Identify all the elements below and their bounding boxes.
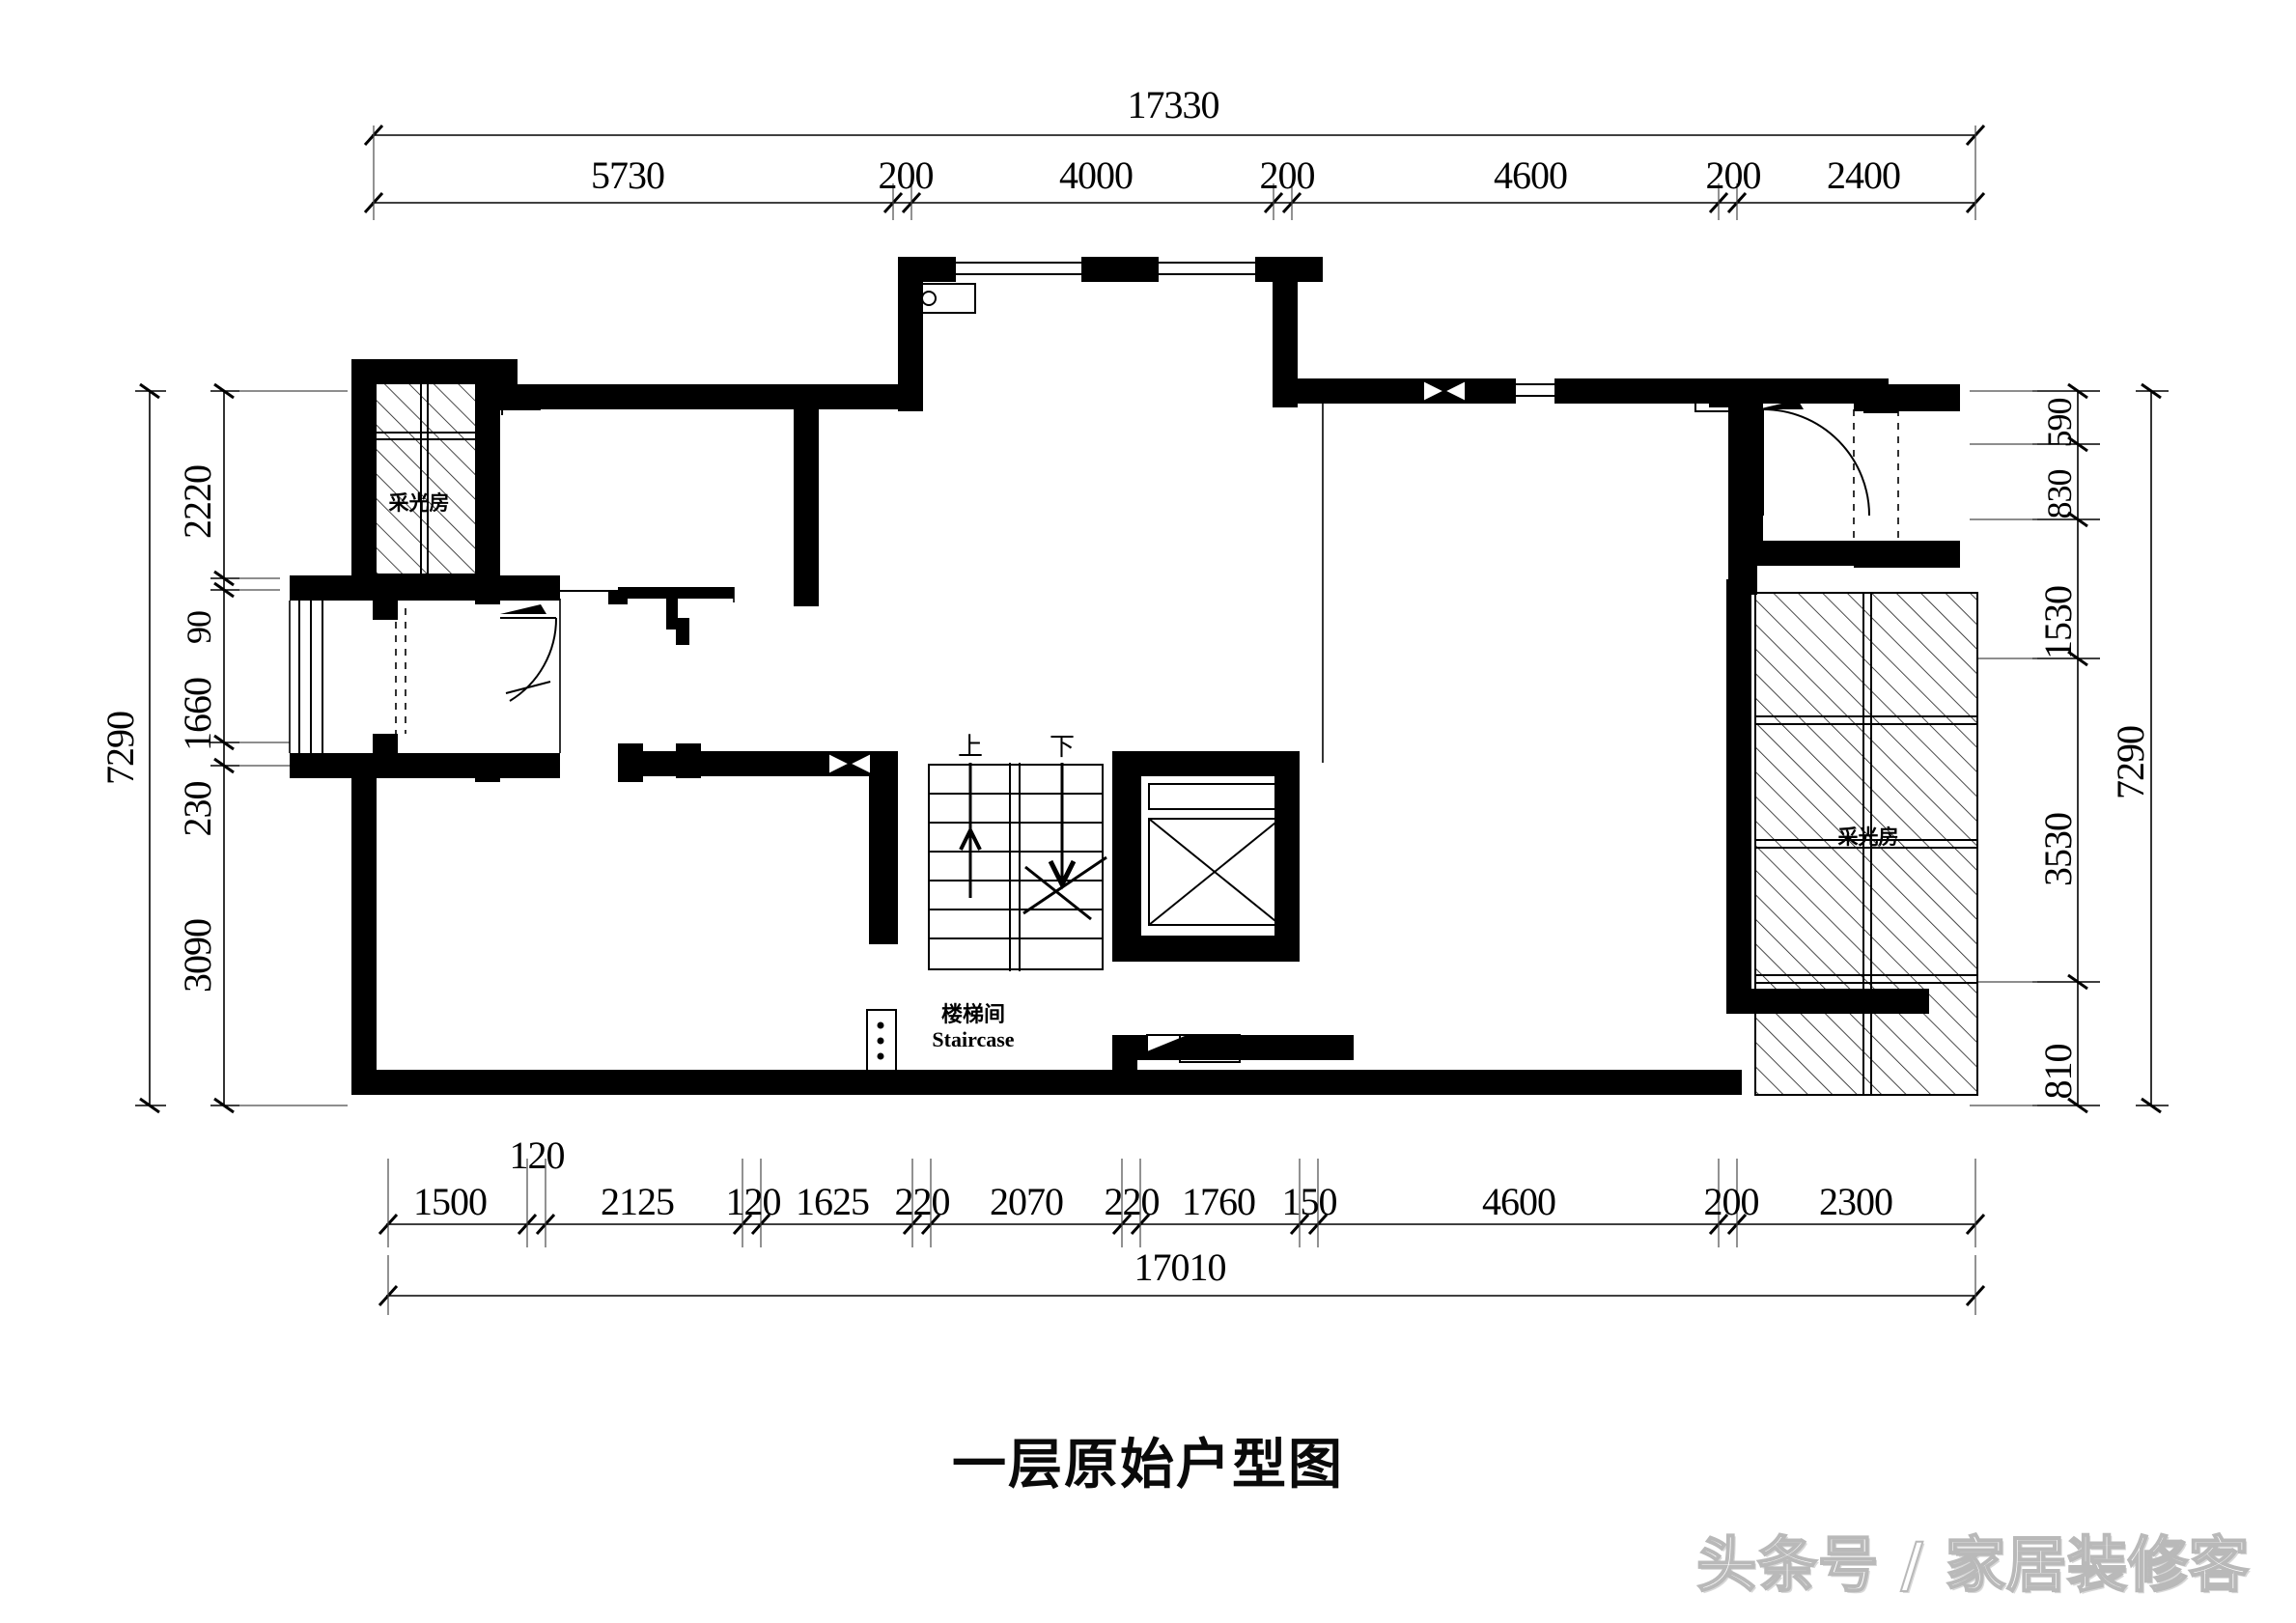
wall-seg (1726, 595, 1746, 624)
dim-top-5: 200 (1706, 154, 1761, 197)
wall-seg (351, 1070, 1742, 1095)
top-dimension-band: 17330 5730 200 4000 200 460 (363, 83, 1986, 220)
dim-bottom-5: 2070 (990, 1180, 1063, 1223)
dim-top-0: 5730 (591, 154, 664, 197)
wall-seg (1273, 257, 1298, 397)
dim-right-overall: 7290 (2109, 726, 2152, 799)
dim-right-2: 1530 (2036, 586, 2080, 659)
wall-seg (386, 753, 560, 778)
watermark: 头条号 / 家居装修客 (1695, 1528, 2250, 1601)
wall-seg (898, 257, 923, 284)
dim-top-overall: 17330 (1128, 83, 1219, 126)
dim-bottom-11: 2300 (1819, 1180, 1892, 1223)
wall-seg (1112, 937, 1300, 962)
wall-seg (676, 618, 689, 645)
dim-left-4: 3090 (176, 919, 219, 993)
wall-seg (1726, 989, 1929, 1014)
wall-seg (1863, 384, 1898, 413)
dim-top-1: 200 (879, 154, 934, 197)
wall-seg (386, 575, 560, 601)
outlet-marker-top (910, 283, 976, 314)
wall-seg (1274, 751, 1300, 962)
wall-seg (676, 743, 701, 778)
wall-seg (819, 384, 906, 409)
wall-seg (869, 751, 898, 944)
stair-up-label: 上 (958, 733, 983, 762)
wall-seg (1112, 1035, 1137, 1074)
dim-bottom-0: 1500 (413, 1180, 487, 1223)
wall-seg (290, 753, 386, 778)
dim-right-3: 3530 (2036, 813, 2080, 886)
door-swing-upper-left (483, 394, 541, 416)
wall-seg (794, 541, 807, 606)
sliding-door-symbol-upper (1422, 378, 1467, 404)
elevator-shaft (1136, 771, 1293, 937)
dim-top-4: 4600 (1494, 154, 1567, 197)
wall-seg (1273, 378, 1388, 404)
dim-bottom-8: 150 (1282, 1180, 1337, 1223)
window-left-wall (298, 601, 323, 753)
dim-bottom-9: 4600 (1482, 1180, 1555, 1223)
plan-geometry: 采光房 (289, 257, 1978, 1096)
room-label-sunroom-left: 采光房 (389, 491, 450, 515)
dim-bottom-offset: 120 (510, 1133, 565, 1177)
wall-seg (1728, 378, 1763, 562)
window-upper-right (1477, 383, 1707, 397)
dim-right-4: 810 (2036, 1045, 2080, 1100)
stair-down-label: 下 (1050, 733, 1075, 762)
room-sunroom-right: 采光房 (1754, 592, 1978, 1096)
bottom-dimension-band: 1500 120 2125 120 1625 220 2070 220 1760… (378, 1133, 1986, 1315)
dim-top-2: 4000 (1059, 154, 1133, 197)
wall-seg (475, 575, 500, 604)
dim-left-0: 2220 (176, 465, 219, 539)
window-top-bay (952, 262, 1257, 275)
door-swing-right-entry (1757, 400, 1870, 517)
wall-seg (1728, 541, 1854, 566)
wall-seg (351, 359, 377, 386)
wall-seg (666, 587, 678, 630)
dim-bottom-overall: 17010 (1134, 1245, 1226, 1289)
door-swing-bath (500, 604, 558, 702)
dim-top-3: 200 (1260, 154, 1315, 197)
dim-top-6: 2400 (1827, 154, 1900, 197)
sliding-door-symbol-lower (827, 751, 872, 776)
staircase-label-cn: 楼梯间 (941, 1002, 1005, 1027)
dim-left-3: 230 (176, 782, 219, 837)
dim-right-0: 590 (2040, 399, 2079, 448)
wall-seg (1554, 378, 1719, 404)
wall-seg (1112, 751, 1141, 962)
wall-seg (1726, 637, 1751, 1014)
dim-bottom-4: 220 (895, 1180, 950, 1223)
outlet-marker-staircase (866, 1009, 897, 1073)
wall-seg (475, 753, 500, 782)
dim-bottom-2: 120 (726, 1180, 781, 1223)
wall-seg (1854, 541, 1960, 568)
dim-bottom-3: 1625 (796, 1180, 869, 1223)
room-label-sunroom-right: 采光房 (1838, 825, 1899, 849)
staircase-label-en: Staircase (932, 1027, 1014, 1051)
wall-seg (351, 384, 377, 577)
wall-seg (500, 384, 819, 409)
right-dimension-band: 590 830 1530 3530 810 7290 (1970, 382, 2169, 1114)
dim-left-2: 1660 (176, 678, 219, 751)
drawing-title: 一层原始户型图 (952, 1434, 1344, 1497)
outlet-marker-bottom (1179, 1034, 1241, 1063)
wall-seg (290, 575, 386, 601)
dim-left-1: 90 (180, 611, 218, 644)
dim-left-overall: 7290 (98, 712, 142, 785)
left-dimension-band: 7290 2220 90 1660 230 (98, 382, 348, 1114)
dim-right-1: 830 (2040, 470, 2079, 519)
dim-bottom-1: 2125 (601, 1180, 674, 1223)
wall-seg (1081, 257, 1159, 282)
dim-bottom-7: 1760 (1182, 1180, 1255, 1223)
wall-seg (1112, 751, 1296, 776)
wall-seg (351, 778, 377, 1087)
dim-bottom-10: 200 (1704, 1180, 1759, 1223)
dim-bottom-6: 220 (1105, 1180, 1160, 1223)
wall-seg (351, 359, 518, 384)
staircase: 上 下 楼梯间 Staircase (928, 733, 1107, 1051)
